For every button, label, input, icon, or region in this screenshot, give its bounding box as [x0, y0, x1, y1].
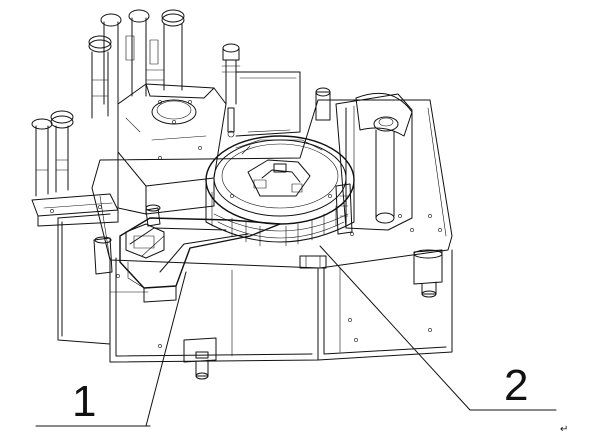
callout-2-leader: [319, 245, 471, 411]
rear-housing: [235, 71, 301, 137]
callout-1: 1: [35, 271, 187, 427]
right-frame: [315, 87, 414, 235]
gearbox-block: [117, 43, 241, 215]
callout-2-label: 2: [504, 361, 528, 410]
callout-1-label: 1: [72, 377, 96, 426]
base-cabinet: [57, 213, 453, 363]
conveyor-arm: [93, 204, 281, 303]
callout-1-leader: [145, 271, 187, 427]
paragraph-mark: ↵: [560, 424, 568, 435]
left-rail: [31, 193, 119, 227]
callout-2: 2: [319, 245, 557, 411]
bracket-2: [299, 255, 327, 269]
feet: [183, 249, 443, 380]
turntable: [205, 135, 355, 247]
left-cylinders: [31, 9, 185, 197]
